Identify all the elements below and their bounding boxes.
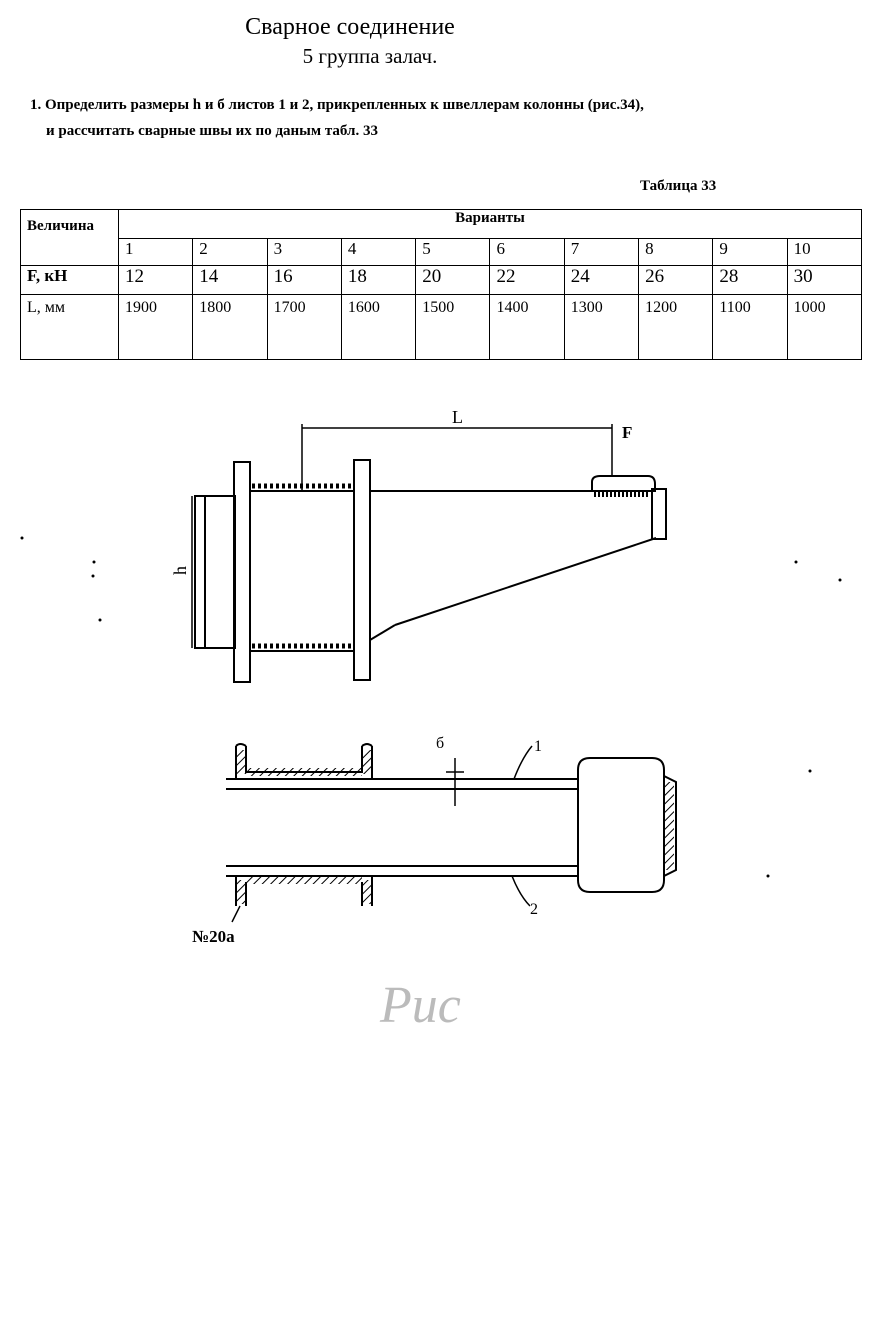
- variant-cell: 10: [786, 238, 863, 266]
- task-text: 1. Определить размеры h и б листов 1 и 2…: [30, 92, 870, 144]
- label-plate-1: 1: [534, 738, 542, 755]
- column-plate-right: [353, 459, 371, 681]
- variant-cell: 8: [638, 238, 714, 266]
- document-title: Сварное соединение: [245, 14, 455, 40]
- variant-cell: 7: [563, 238, 640, 266]
- channel-flange-left: [194, 495, 236, 649]
- label-L: L: [452, 407, 463, 427]
- variant-cell: 2: [192, 238, 268, 266]
- document-subtitle: 5 группа залач.: [302, 44, 438, 68]
- figure-caption: Рис: [379, 977, 461, 1034]
- table-cell: 1400: [489, 294, 565, 360]
- table-cell: 18: [340, 265, 417, 295]
- table-cell: 1500: [415, 294, 491, 360]
- table-row-force: F, кН 12 14 16 18 20 22 24 26 28 30: [20, 265, 863, 295]
- group-header-cell: Варианты: [118, 209, 862, 239]
- table-caption: Таблица 33: [640, 178, 717, 194]
- table-cell: 20: [415, 265, 491, 295]
- label-F: F: [622, 423, 632, 442]
- end-plate: [651, 488, 667, 540]
- table-cell: 1300: [563, 294, 640, 360]
- row-label: L, мм: [20, 294, 119, 360]
- table-cell: 1000: [786, 294, 863, 360]
- scan-specks: [20, 536, 842, 878]
- side-view: [191, 424, 667, 683]
- variant-cell: 5: [415, 238, 491, 266]
- table-cell: 1700: [266, 294, 342, 360]
- table-cell: 1100: [712, 294, 788, 360]
- table-cell: 22: [489, 265, 565, 295]
- table-header-row: Величина Варианты: [20, 209, 862, 266]
- table-row-length: L, мм 1900 1800 1700 1600 1500 1400 1300…: [20, 294, 863, 360]
- label-b: б: [436, 735, 444, 752]
- plan-view: [226, 743, 677, 923]
- table-cell: 28: [712, 265, 788, 295]
- label-channel: №20а: [192, 927, 235, 946]
- column-plate-left: [233, 461, 251, 683]
- label-h: h: [170, 566, 190, 575]
- variant-cell: 1: [117, 238, 194, 266]
- table-cell: 1800: [192, 294, 268, 360]
- task-line-1: 1. Определить размеры h и б листов 1 и 2…: [30, 97, 644, 113]
- table-cell: 24: [563, 265, 640, 295]
- label-plate-2: 2: [530, 901, 538, 918]
- row-label: F, кН: [20, 265, 119, 295]
- task-line-2: и рассчитать сварные швы их по даным таб…: [46, 123, 378, 139]
- row-header-cell: Величина: [20, 209, 119, 266]
- variant-cell: 3: [266, 238, 342, 266]
- variants-table: Величина Варианты 1 2 3 4 5 6 7 8 9 10 F…: [20, 209, 863, 360]
